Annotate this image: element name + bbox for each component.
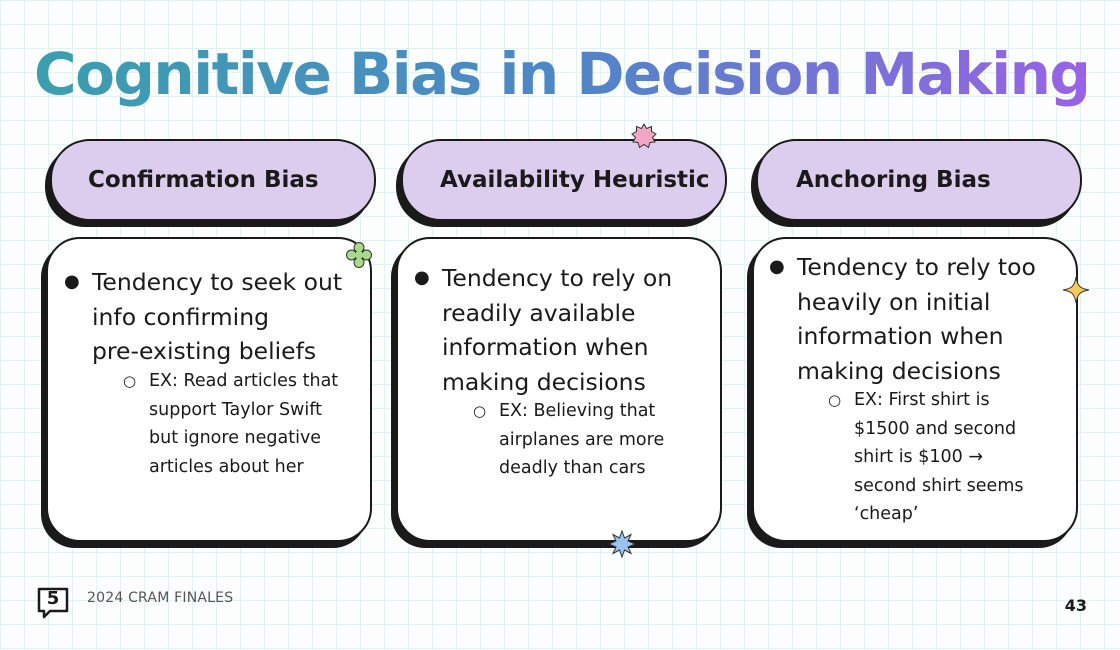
yellow-sparkle-icon: [1062, 276, 1090, 304]
sub-line: EX: First shirt is: [854, 390, 990, 410]
sub-line: airplanes are more: [499, 429, 665, 450]
main-line: information when: [797, 322, 1004, 350]
sub-line: articles about her: [149, 456, 304, 477]
sub-bullet: ○ EX: Believing that airplanes are more …: [473, 397, 665, 483]
heading-label: Confirmation Bias: [88, 167, 319, 193]
sub-line: shirt is $100 →: [854, 447, 983, 467]
main-line: Tendency to rely on: [442, 264, 673, 292]
anchoring-bias-heading: Anchoring Bias: [756, 139, 1082, 221]
main-bullet: ● Tendency to rely too heavily on initia…: [769, 250, 1036, 388]
sub-line: EX: Read articles that: [149, 371, 339, 391]
sub-line: second shirt seems: [854, 475, 1024, 496]
bullet-icon: ●: [769, 256, 785, 277]
sub-line: EX: Believing that: [499, 401, 656, 421]
confirmation-bias-card: ● Tendency to seek out info confirming p…: [46, 237, 372, 542]
circle-bullet-icon: ○: [123, 372, 137, 390]
heading-label: Anchoring Bias: [796, 167, 991, 193]
heading-label: Availability Heuristic: [440, 167, 710, 193]
circle-bullet-icon: ○: [473, 402, 487, 420]
bullet-icon: ●: [414, 267, 430, 288]
footer-label: 2024 CRAM FINALES: [87, 590, 234, 606]
main-line: making decisions: [442, 367, 646, 396]
page-number: 43: [1064, 596, 1087, 615]
pink-sun-icon: [631, 123, 657, 149]
main-line: Tendency to seek out: [92, 268, 343, 296]
main-bullet: ● Tendency to rely on readily available …: [414, 261, 673, 399]
main-line: readily available: [442, 298, 636, 327]
confirmation-bias-heading: Confirmation Bias: [50, 139, 376, 221]
sub-line: ‘cheap’: [854, 504, 919, 524]
main-line: information when: [442, 333, 649, 361]
sub-line: support Taylor Swift: [149, 399, 322, 420]
availability-heuristic-card: ● Tendency to rely on readily available …: [396, 237, 722, 542]
main-line: pre-existing beliefs: [92, 337, 317, 365]
sub-line: deadly than cars: [499, 458, 646, 478]
green-flower-icon: [346, 242, 372, 268]
main-line: info confirming: [92, 302, 270, 331]
sub-line: but ignore negative: [149, 428, 322, 448]
anchoring-bias-card: ● Tendency to rely too heavily on initia…: [752, 237, 1078, 542]
main-bullet: ● Tendency to seek out info confirming p…: [64, 265, 343, 369]
main-line: heavily on initial: [797, 287, 991, 316]
blue-star-icon: [608, 530, 636, 558]
circle-bullet-icon: ○: [828, 391, 842, 409]
main-line: Tendency to rely too: [797, 253, 1036, 281]
logo-number: 5: [46, 588, 60, 609]
sub-bullet: ○ EX: Read articles that support Taylor …: [123, 367, 339, 481]
bullet-icon: ●: [64, 271, 80, 292]
availability-heuristic-heading: Availability Heuristic: [401, 139, 727, 221]
sub-line: $1500 and second: [854, 418, 1017, 439]
five-logo-icon: 5: [36, 586, 70, 620]
main-line: making decisions: [797, 356, 1001, 385]
slide-title: Cognitive Bias in Decision Making: [34, 34, 1094, 114]
sub-bullet: ○ EX: First shirt is $1500 and second sh…: [828, 386, 1024, 529]
